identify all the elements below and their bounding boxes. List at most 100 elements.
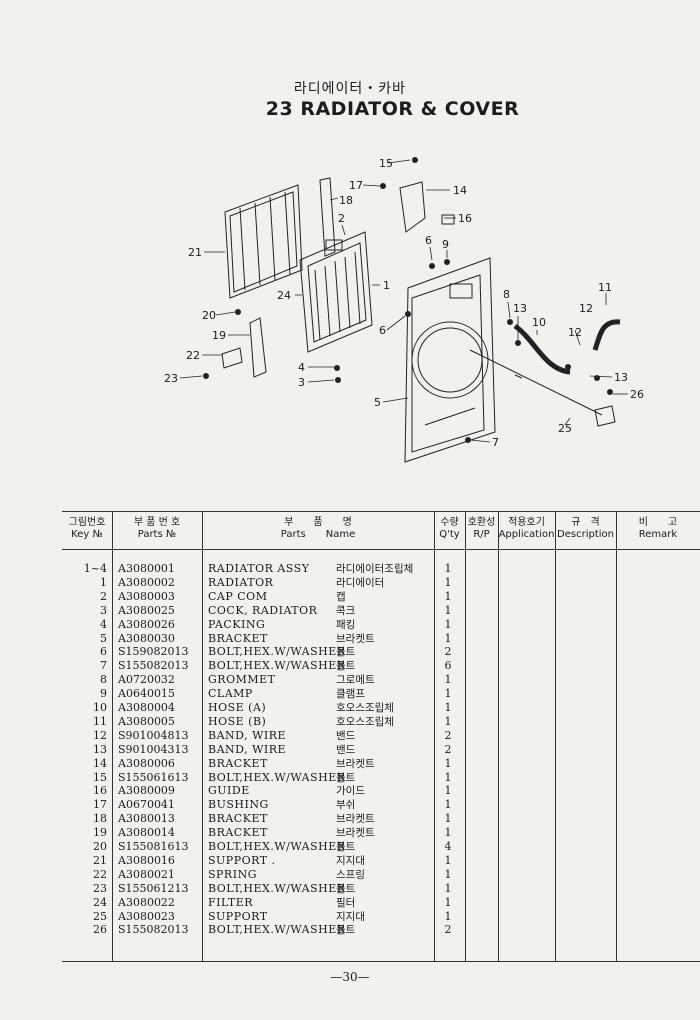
korean-name-cell: 밴드	[336, 729, 356, 742]
column-divider	[616, 511, 617, 961]
callout-label: 4	[298, 361, 305, 374]
parts-name-cell: SUPPORT	[208, 909, 268, 923]
parts-name-cell: BOLT,HEX.W/WASHER	[208, 659, 346, 673]
parts-no-cell: A3080023	[118, 909, 175, 923]
korean-name-cell: 밴드	[336, 743, 356, 756]
parts-no-cell: A3080022	[118, 895, 175, 909]
qty-cell: 2	[444, 923, 452, 937]
callout-label: 15	[379, 157, 393, 170]
parts-no-cell: A3080021	[118, 867, 175, 881]
parts-name-cell: BAND, WIRE	[208, 728, 287, 742]
hose-b-drawing	[592, 319, 621, 351]
callout-label: 5	[374, 396, 381, 409]
parts-name-cell: FILTER	[208, 895, 254, 909]
callout-label: 13	[614, 371, 628, 384]
parts-name-cell: BOLT,HEX.W/WASHER	[208, 770, 346, 784]
korean-name-cell: 볼트	[336, 771, 356, 784]
parts-no-cell: A3080004	[118, 701, 175, 714]
qty-cell: 6	[444, 659, 452, 673]
parts-no-cell: S155082013	[118, 923, 189, 937]
key-cell: 17	[93, 798, 107, 812]
korean-name-cell: 패킹	[336, 618, 356, 631]
callout-label: 17	[349, 179, 363, 192]
parts-name-cell: SUPPORT .	[208, 853, 276, 867]
parts-name-cell: BRACKET	[208, 631, 268, 645]
parts-no-cell: A3080005	[118, 714, 175, 728]
key-cell: 8	[100, 673, 107, 687]
key-cell: 4	[100, 617, 107, 631]
key-cell: 10	[93, 701, 107, 714]
key-cell: 25	[93, 909, 107, 923]
key-cell: 5	[100, 631, 107, 645]
qty-cell: 1	[444, 701, 452, 714]
parts-no-cell: S901004813	[118, 728, 189, 742]
callout-label: 6	[379, 324, 386, 337]
parts-name-cell: BOLT,HEX.W/WASHER	[208, 645, 346, 659]
key-cell: 15	[93, 770, 107, 784]
korean-name-cell: 볼트	[336, 924, 356, 937]
qty-cell: 1	[444, 714, 452, 728]
callout-label: 19	[212, 329, 226, 342]
parts-name-cell: RADIATOR ASSY	[208, 562, 310, 575]
korean-name-cell: 지지대	[336, 854, 365, 867]
qty-cell: 1	[444, 687, 452, 701]
parts-no-cell: A3080009	[118, 784, 175, 798]
parts-name-cell: SPRING	[208, 867, 257, 881]
parts-name-cell: BOLT,HEX.W/WASHER	[208, 923, 346, 937]
korean-name-cell: 필터	[336, 896, 356, 909]
parts-no-cell: S155061213	[118, 881, 189, 895]
key-cell: 20	[93, 840, 107, 853]
key-cell: 1	[100, 575, 107, 589]
parts-no-cell: A0640015	[118, 687, 175, 701]
korean-name-cell: 스프링	[336, 868, 365, 881]
radiator-drawing	[299, 231, 373, 353]
parts-name-cell: GROMMET	[208, 673, 276, 687]
callout-label: 2	[338, 212, 345, 225]
support-frame-drawing	[224, 184, 303, 299]
parts-name-cell: HOSE (A)	[208, 701, 267, 714]
korean-name-cell: 브라켓트	[336, 827, 375, 840]
qty-cell: 1	[444, 562, 452, 575]
key-cell: 18	[93, 812, 107, 826]
parts-no-cell: S155081613	[118, 840, 189, 853]
support-rod-drawing	[469, 349, 616, 427]
callout-label: 23	[164, 372, 178, 385]
callout-label: 12	[568, 326, 582, 339]
parts-no-cell: A3080006	[118, 756, 175, 770]
qty-cell: 2	[444, 728, 452, 742]
callout-label: 12	[579, 302, 593, 315]
key-cell: 22	[93, 867, 107, 881]
parts-name-cell: PACKING	[208, 617, 266, 631]
callout-label: 18	[339, 194, 353, 207]
page-title: 23 RADIATOR & COVER	[265, 98, 520, 120]
parts-name-cell: BUSHING	[208, 798, 269, 812]
column-divider	[555, 511, 556, 961]
parts-no-cell: A3080016	[118, 853, 175, 867]
parts-name-cell: BAND, WIRE	[208, 742, 287, 756]
parts-no-cell: A3080014	[118, 826, 175, 840]
bracket-19-drawing	[249, 317, 267, 378]
callout-label: 14	[453, 184, 467, 197]
korean-name-cell: 브라켓트	[336, 632, 375, 645]
parts-no-cell: A3080001	[118, 562, 175, 575]
korean-name-cell: 클램프	[336, 688, 365, 701]
qty-cell: 1	[444, 770, 452, 784]
parts-no-cell: S901004313	[118, 742, 189, 756]
